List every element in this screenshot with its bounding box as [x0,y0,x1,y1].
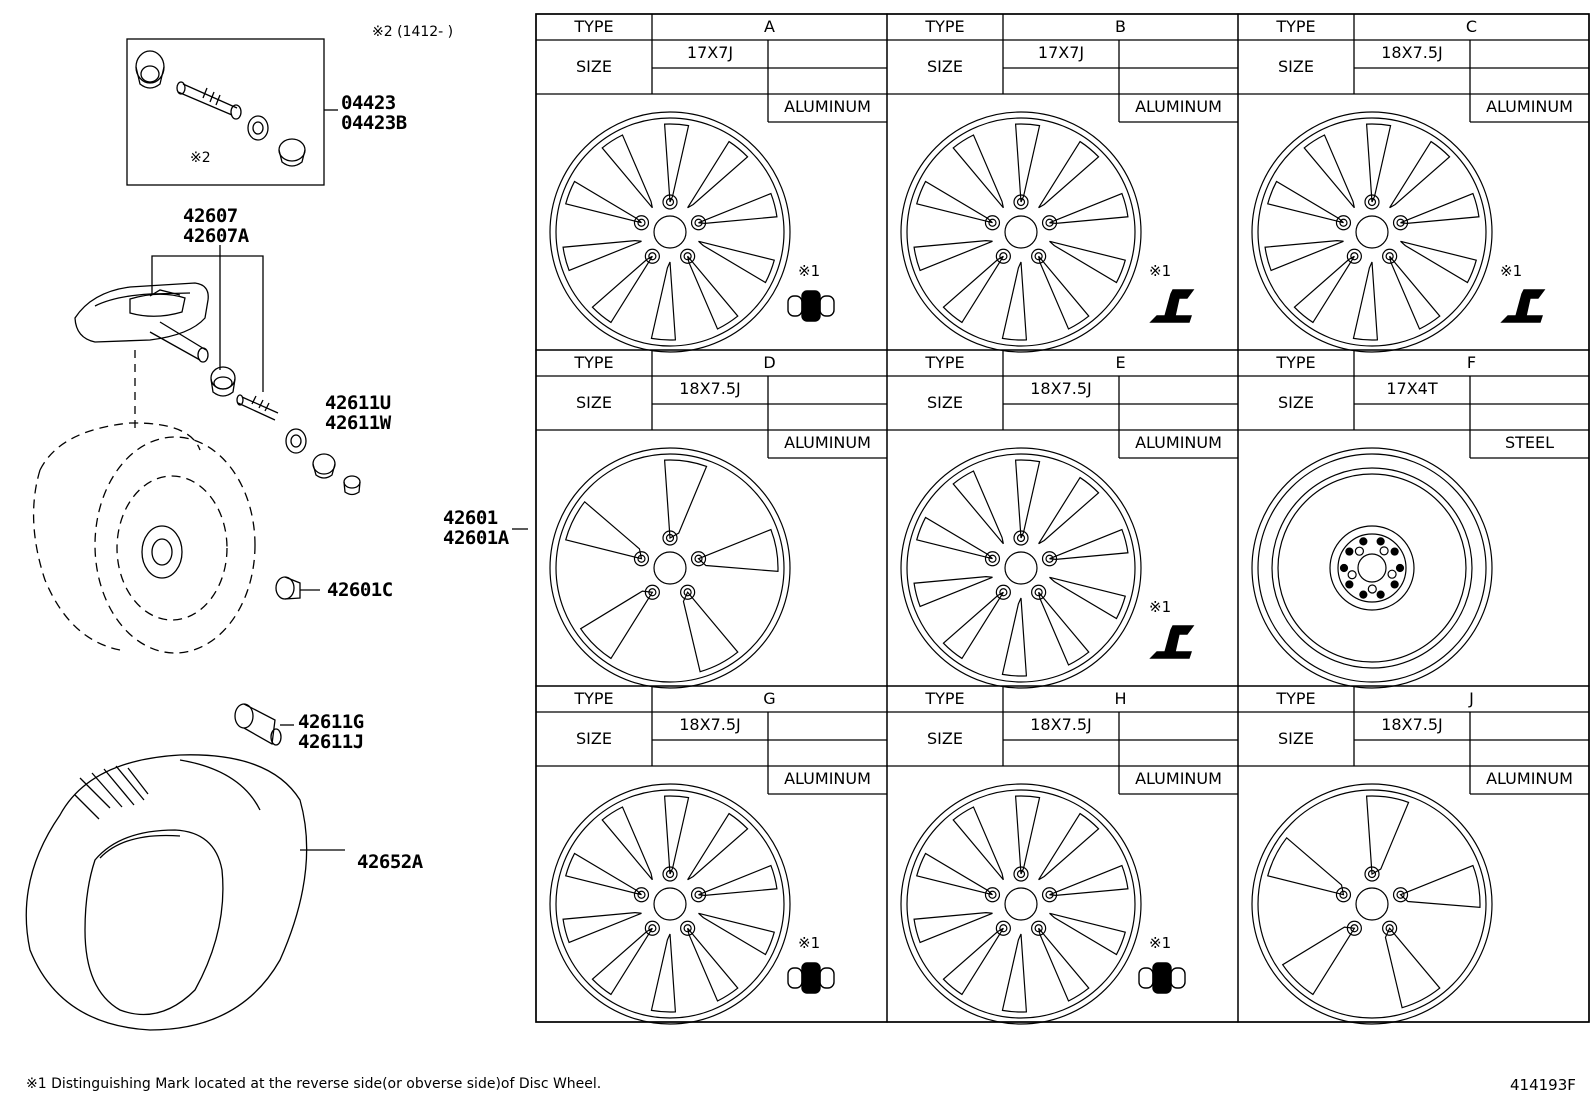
wheel-type-f[interactable]: F [1466,353,1477,372]
wheel-type-a[interactable]: A [764,17,775,36]
wheel-drawing-g[interactable] [549,783,791,1025]
wheel-panel-f [1237,349,1590,689]
wheel-drawing-j[interactable] [1251,783,1493,1025]
wheel-panel-h [886,685,1239,1025]
wheel-type-b[interactable]: B [1115,17,1126,36]
size-header: SIZE [927,393,963,412]
mark-ref-g: ※1 [798,934,821,952]
size-header: SIZE [1278,57,1314,76]
part-label-42611j[interactable]: 42611J [298,731,364,753]
wheel-panel-c [1237,13,1590,353]
valve-mark-icon [1138,962,1186,994]
wheel-drawing-a[interactable] [549,111,791,353]
part-label-42607a[interactable]: 42607A [183,225,249,247]
illustration-id: 414193F [1510,1076,1576,1094]
wheel-drawing-c[interactable] [1251,111,1493,353]
part-label-42601a[interactable]: 42601A [443,527,509,549]
wheel-size-b: 17X7J [1037,43,1085,62]
part-label-42601[interactable]: 42601 [443,507,498,529]
size-header: SIZE [1278,393,1314,412]
wheel-panel-j [1237,685,1590,1025]
wheel-material-h: ALUMINUM [1135,769,1222,788]
wheel-type-d[interactable]: D [763,353,776,372]
wheel-drawing-h[interactable] [900,783,1142,1025]
type-header: TYPE [1276,353,1316,372]
wheel-size-c: 18X7.5J [1381,43,1443,62]
part-label-04423b[interactable]: 04423B [341,112,407,134]
l-mark-icon [1149,625,1195,659]
footnote: ※1 Distinguishing Mark located at the re… [26,1076,602,1092]
part-label-04423[interactable]: 04423 [341,92,396,114]
wheel-material-j: ALUMINUM [1486,769,1573,788]
wheel-size-a: 17X7J [686,43,734,62]
wheel-drawing-b[interactable] [900,111,1142,353]
size-header: SIZE [576,57,612,76]
wheel-size-d: 18X7.5J [679,379,741,398]
part-label-42611g[interactable]: 42611G [298,711,364,733]
wheel-material-g: ALUMINUM [784,769,871,788]
mark-ref-e: ※1 [1149,598,1172,616]
wheel-drawing-e[interactable] [900,447,1142,689]
mark-ref-c: ※1 [1500,262,1523,280]
type-header: TYPE [925,689,965,708]
part-label-42601c[interactable]: 42601C [327,579,393,601]
size-header: SIZE [576,729,612,748]
valve-kit-note: ※2 (1412- ) [372,24,454,40]
valve-kit-box [126,38,325,186]
part-label-42611w[interactable]: 42611W [325,412,391,434]
part-label-42611u[interactable]: 42611U [325,392,391,414]
wheel-drawing-d[interactable] [549,447,791,689]
wheel-size-g: 18X7.5J [679,715,741,734]
wheel-type-j[interactable]: J [1469,689,1474,708]
wheel-material-a: ALUMINUM [784,97,871,116]
valve-mark-icon [787,290,835,322]
type-header: TYPE [925,353,965,372]
wheel-size-h: 18X7.5J [1030,715,1092,734]
part-label-42652a[interactable]: 42652A [357,851,423,873]
wheel-type-e[interactable]: E [1115,353,1126,372]
wheel-material-d: ALUMINUM [784,433,871,452]
part-label-42607[interactable]: 42607 [183,205,238,227]
size-header: SIZE [927,57,963,76]
wheel-size-f: 17X4T [1386,379,1438,398]
wheel-size-j: 18X7.5J [1381,715,1443,734]
wheel-type-c[interactable]: C [1465,17,1478,36]
mark-ref-b: ※1 [1149,262,1172,280]
size-header: SIZE [927,729,963,748]
valve-sub-mark: ※2 [190,150,211,166]
type-header: TYPE [1276,689,1316,708]
wheel-material-e: ALUMINUM [1135,433,1222,452]
type-header: TYPE [574,353,614,372]
wheel-type-h[interactable]: H [1114,689,1127,708]
wheel-drawing-f[interactable] [1251,447,1493,689]
valve-mark-icon [787,962,835,994]
type-header: TYPE [574,689,614,708]
mark-ref-h: ※1 [1149,934,1172,952]
l-mark-icon [1149,289,1195,323]
type-header: TYPE [574,17,614,36]
mark-ref-a: ※1 [798,262,821,280]
wheel-panel-d [535,349,888,689]
wheel-material-c: ALUMINUM [1486,97,1573,116]
l-mark-icon [1500,289,1546,323]
size-header: SIZE [1278,729,1314,748]
wheel-material-b: ALUMINUM [1135,97,1222,116]
wheel-type-g[interactable]: G [763,689,776,708]
type-header: TYPE [925,17,965,36]
size-header: SIZE [576,393,612,412]
wheel-material-f: STEEL [1504,433,1555,452]
wheel-size-e: 18X7.5J [1030,379,1092,398]
type-header: TYPE [1276,17,1316,36]
